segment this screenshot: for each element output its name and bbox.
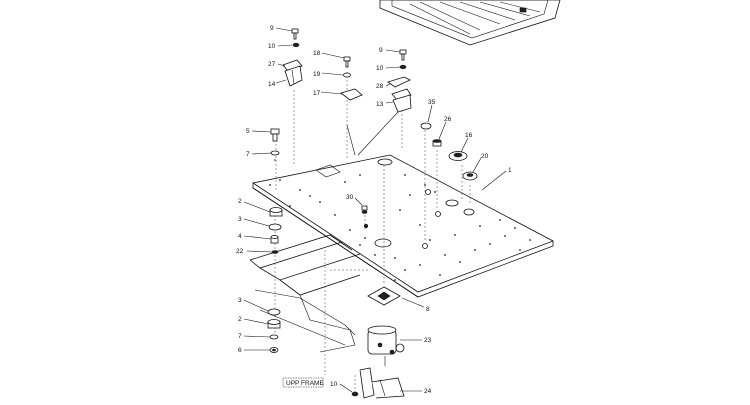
callout-6: 6	[238, 347, 242, 354]
callout-13: 13	[376, 101, 384, 108]
mount-3a	[268, 223, 282, 231]
grille-panel	[379, 0, 561, 46]
callout-30: 30	[346, 194, 354, 201]
plate-holes	[269, 174, 531, 281]
bolt-5	[270, 128, 280, 142]
callout-5: 5	[246, 128, 250, 135]
nut-10c	[351, 391, 359, 397]
grommet-16	[448, 151, 468, 161]
callout-19: 19	[313, 71, 321, 78]
mount-2b	[267, 319, 281, 329]
grommet-20	[462, 171, 478, 181]
callout-10a: 10	[268, 43, 276, 50]
callout-20: 20	[481, 153, 489, 160]
parts	[267, 28, 478, 399]
callout-7a: 7	[246, 151, 250, 158]
callout-3b: 3	[238, 297, 242, 304]
callout-14: 14	[268, 81, 276, 88]
mount-2a	[269, 207, 283, 217]
washer-19	[343, 72, 351, 78]
callout-35: 35	[428, 99, 436, 106]
boot-8	[367, 286, 401, 306]
washer-22	[271, 250, 279, 254]
bolt-9b	[399, 49, 407, 61]
callout-9b: 9	[379, 47, 383, 54]
callout-4: 4	[238, 233, 242, 240]
callout-28: 28	[376, 83, 384, 90]
washer-10b	[399, 64, 407, 70]
callout-3a: 3	[238, 216, 242, 223]
callout-22: 22	[236, 248, 244, 255]
callout-26: 26	[444, 116, 452, 123]
cap-35	[420, 122, 432, 130]
bolt-30	[361, 205, 368, 214]
mount-3b	[267, 308, 281, 316]
deck-plate	[251, 154, 554, 298]
callout-10b: 10	[376, 65, 384, 72]
bracket-28	[387, 76, 411, 88]
callouts: 9 10 27 14 18 19 17 9 10 28 13 35 26 16 …	[236, 25, 512, 395]
bracket-27	[282, 59, 303, 87]
washer-7b	[269, 334, 279, 340]
grommet-26	[432, 139, 442, 147]
frame-label-tag: UPP FRAME	[282, 377, 324, 388]
spacer-4	[270, 235, 279, 244]
plate-17	[340, 88, 363, 101]
leader-lines	[243, 27, 507, 393]
washer-10a	[292, 42, 300, 48]
callout-16: 16	[465, 132, 473, 139]
callout-2a: 2	[238, 198, 242, 205]
callout-23: 23	[424, 337, 432, 344]
callout-17: 17	[313, 90, 321, 97]
callout-9a: 9	[270, 25, 274, 32]
callout-1: 1	[508, 167, 512, 174]
nut-6	[269, 347, 279, 353]
washer-7a	[270, 150, 280, 156]
clamp-13	[391, 88, 412, 113]
housing-23	[367, 325, 405, 366]
frame-label: UPP FRAME	[286, 380, 324, 387]
callout-24: 24	[424, 388, 432, 395]
callout-2b: 2	[238, 316, 242, 323]
callout-10c: 10	[330, 381, 338, 388]
upper-frame	[249, 234, 370, 375]
callout-7b: 7	[238, 333, 242, 340]
callout-8: 8	[426, 306, 430, 313]
callout-18: 18	[313, 50, 321, 57]
bolt-18	[343, 56, 351, 68]
bracket-24	[359, 367, 405, 399]
bolt-9a	[291, 28, 299, 40]
callout-27: 27	[268, 61, 276, 68]
